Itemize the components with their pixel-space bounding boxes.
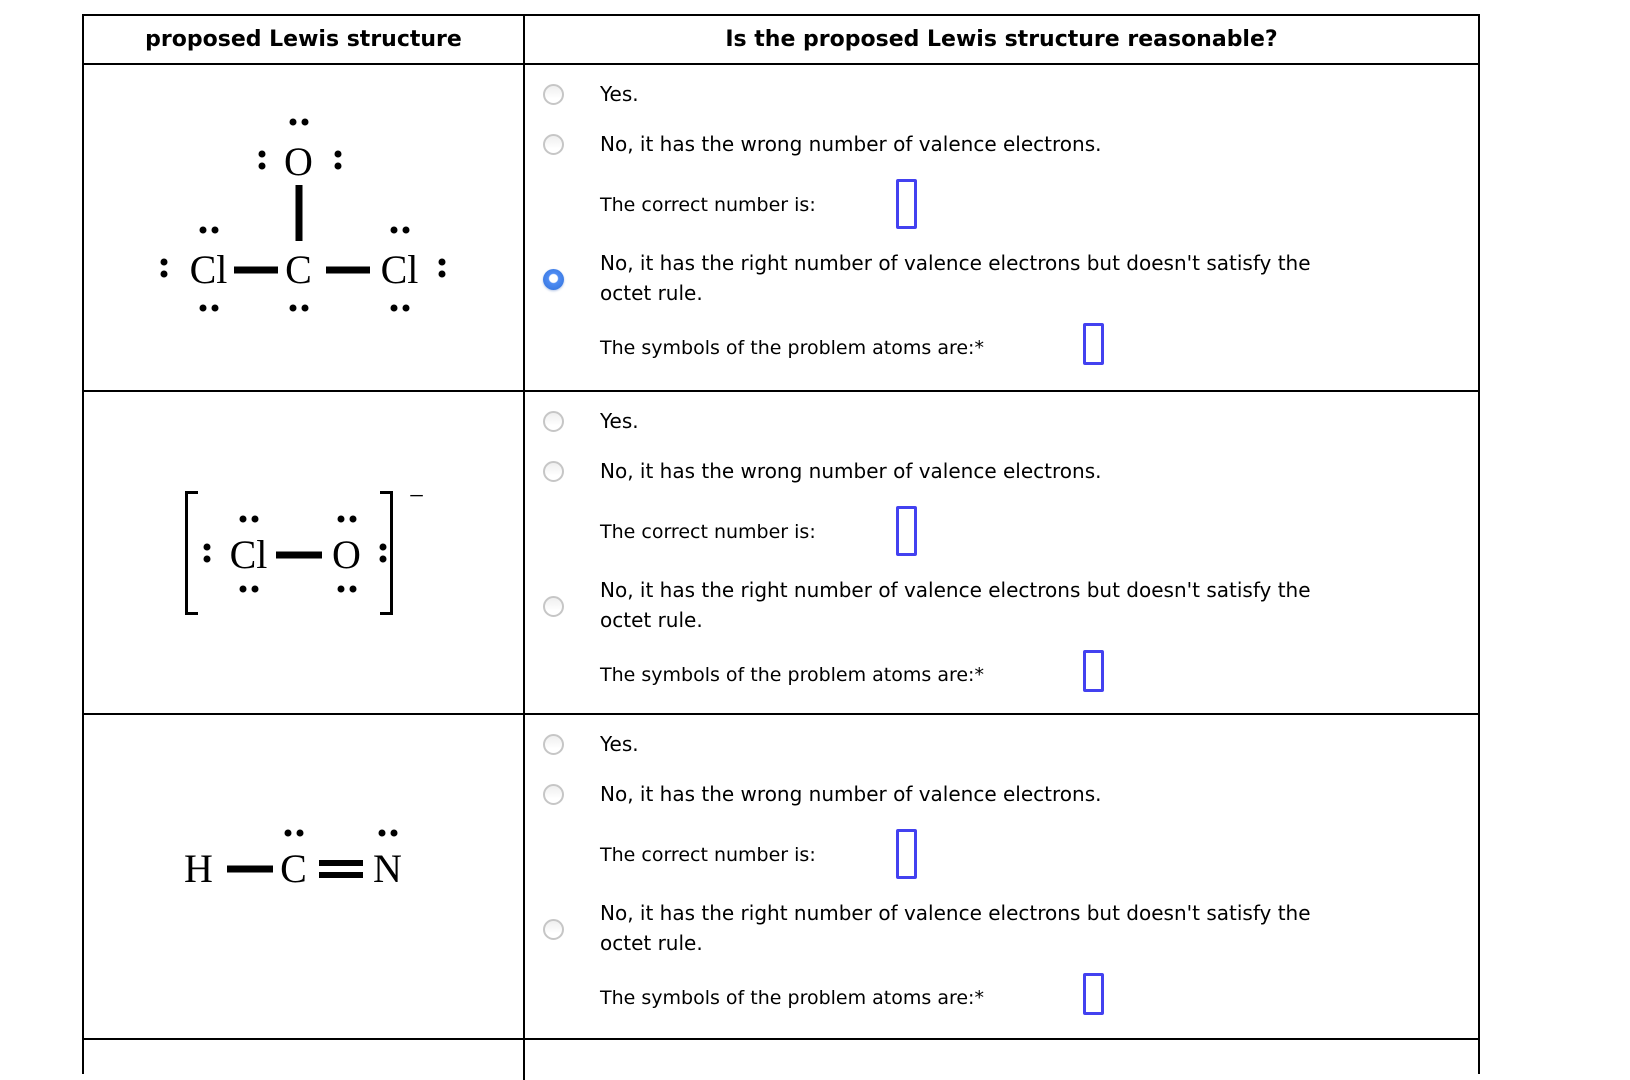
lone-pair-dots: [337, 585, 356, 592]
option-no-octet-label: No, it has the right number of valence e…: [600, 898, 1311, 958]
option-no-octet-label: No, it has the right number of valence e…: [600, 248, 1311, 308]
option-no-octet-line2: octet rule.: [600, 281, 703, 305]
table-header-row: proposed Lewis structure Is the proposed…: [84, 16, 1478, 65]
bracket-right: [379, 490, 393, 615]
double-bond-bar: [318, 859, 363, 866]
lone-pair-dots: [160, 258, 167, 278]
lewis-canvas: O Cl C Cl: [134, 110, 474, 345]
atom-Cl: Cl: [189, 247, 228, 292]
option-no-wrong-label: No, it has the wrong number of valence e…: [600, 459, 1102, 483]
atom-C: C: [280, 845, 307, 891]
radio-yes[interactable]: [543, 411, 564, 432]
option-yes-label: Yes.: [600, 732, 639, 756]
lewis-canvas: − Cl O: [149, 478, 459, 628]
lone-pair-dots: [199, 304, 218, 312]
lewis-structure-hcn: H C N: [84, 715, 525, 1038]
header-proposed-structure-label: proposed Lewis structure: [145, 27, 462, 52]
answer-options: Yes. No, it has the wrong number of vale…: [525, 65, 1478, 390]
correct-number-input[interactable]: [896, 179, 917, 229]
double-bond-bar: [318, 871, 363, 878]
option-no-octet-line2: octet rule.: [600, 608, 703, 632]
option-no-octet-line2: octet rule.: [600, 931, 703, 955]
correct-number-label: The correct number is:: [600, 844, 816, 866]
problem-atoms-label: The symbols of the problem atoms are:*: [600, 987, 984, 1009]
question-table: proposed Lewis structure Is the proposed…: [82, 14, 1480, 1080]
atom-O: O: [332, 531, 361, 577]
option-no-wrong-label: No, it has the wrong number of valence e…: [600, 132, 1102, 156]
single-bond: [226, 865, 273, 872]
lone-pair-dots: [239, 515, 258, 522]
problem-atoms-label: The symbols of the problem atoms are:*: [600, 664, 984, 686]
problem-atoms-label: The symbols of the problem atoms are:*: [600, 337, 984, 359]
empty-cell: [84, 1040, 525, 1080]
atom-O: O: [284, 139, 313, 184]
lone-pair-dots: [284, 829, 303, 836]
lewis-canvas: H C N: [154, 797, 454, 957]
single-bond: [295, 185, 302, 241]
radio-yes[interactable]: [543, 84, 564, 105]
correct-number-input[interactable]: [896, 506, 917, 556]
option-no-octet-line1: No, it has the right number of valence e…: [600, 901, 1311, 925]
problem-atoms-input[interactable]: [1083, 650, 1104, 692]
single-bond: [325, 266, 370, 274]
radio-yes[interactable]: [543, 734, 564, 755]
lone-pair-dots: [289, 118, 308, 126]
lone-pair-dots: [438, 258, 445, 278]
lone-pair-dots: [258, 150, 265, 170]
problem-atoms-input[interactable]: [1083, 973, 1104, 1015]
radio-no-octet[interactable]: [543, 269, 564, 290]
radio-no-octet[interactable]: [543, 919, 564, 940]
option-yes-label: Yes.: [600, 409, 639, 433]
table-row-partial: [84, 1040, 1478, 1080]
lone-pair-dots: [390, 226, 409, 234]
header-proposed-structure: proposed Lewis structure: [84, 16, 525, 63]
header-question-label: Is the proposed Lewis structure reasonab…: [725, 27, 1278, 52]
lone-pair-dots: [239, 585, 258, 592]
atom-Cl: Cl: [229, 531, 268, 577]
option-no-octet-label: No, it has the right number of valence e…: [600, 575, 1311, 635]
answer-options: Yes. No, it has the wrong number of vale…: [525, 715, 1478, 1038]
lone-pair-dots: [199, 226, 218, 234]
header-question: Is the proposed Lewis structure reasonab…: [525, 16, 1478, 63]
atom-H: H: [184, 845, 213, 891]
option-no-wrong-label: No, it has the wrong number of valence e…: [600, 782, 1102, 806]
charge-minus: −: [408, 480, 425, 510]
option-yes-label: Yes.: [600, 82, 639, 106]
table-row: H C N Yes. No, it has the wrong number o…: [84, 715, 1478, 1040]
lone-pair-dots: [203, 543, 210, 562]
correct-number-input[interactable]: [896, 829, 917, 879]
radio-no-wrong-valence[interactable]: [543, 784, 564, 805]
table-row: O Cl C Cl Y: [84, 65, 1478, 392]
page: { "header": { "col1": "proposed Lewis st…: [82, 14, 1480, 1080]
atom-Cl: Cl: [380, 247, 419, 292]
lone-pair-dots: [337, 515, 356, 522]
lone-pair-dots: [379, 543, 386, 562]
problem-atoms-input[interactable]: [1083, 323, 1104, 365]
radio-no-octet[interactable]: [543, 596, 564, 617]
correct-number-label: The correct number is:: [600, 521, 816, 543]
option-no-octet-line1: No, it has the right number of valence e…: [600, 578, 1311, 602]
radio-no-wrong-valence[interactable]: [543, 461, 564, 482]
bracket-left: [184, 490, 198, 615]
option-no-octet-line1: No, it has the right number of valence e…: [600, 251, 1311, 275]
lewis-structure-cocl2: O Cl C Cl: [84, 65, 525, 390]
lone-pair-dots: [378, 829, 397, 836]
table-row: − Cl O Yes. No, it has the wrong number …: [84, 392, 1478, 715]
single-bond: [233, 266, 278, 274]
lone-pair-dots: [289, 304, 308, 312]
lone-pair-dots: [334, 150, 341, 170]
empty-cell: [525, 1040, 1478, 1080]
answer-options: Yes. No, it has the wrong number of vale…: [525, 392, 1478, 713]
lone-pair-dots: [390, 304, 409, 312]
correct-number-label: The correct number is:: [600, 194, 816, 216]
atom-C: C: [285, 247, 312, 292]
atom-N: N: [373, 845, 402, 891]
single-bond: [275, 551, 322, 558]
radio-no-wrong-valence[interactable]: [543, 134, 564, 155]
lewis-structure-clo-anion: − Cl O: [84, 392, 525, 713]
